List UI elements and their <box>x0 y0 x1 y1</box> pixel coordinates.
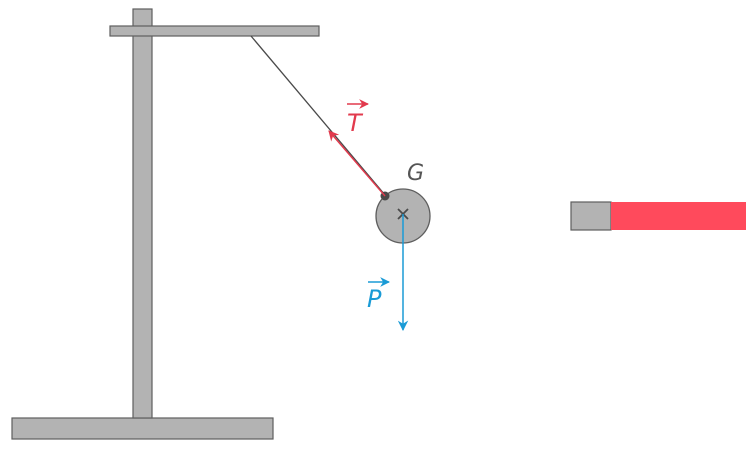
stand-crossbar <box>109 25 320 37</box>
stand-base <box>11 417 274 440</box>
pendulum-string <box>250 35 386 196</box>
tension-vector <box>328 130 386 197</box>
center-of-gravity-label: G <box>407 161 424 186</box>
weight-label: P <box>367 277 390 313</box>
weight-label-text: P <box>367 285 382 313</box>
stand-post <box>132 8 153 419</box>
tension-label: T <box>347 99 369 137</box>
tension-label-text: T <box>347 109 364 137</box>
magnet-gray-pole <box>570 201 612 231</box>
stand <box>11 8 320 440</box>
bar-magnet <box>570 201 746 231</box>
magnet-red-pole <box>611 202 746 230</box>
